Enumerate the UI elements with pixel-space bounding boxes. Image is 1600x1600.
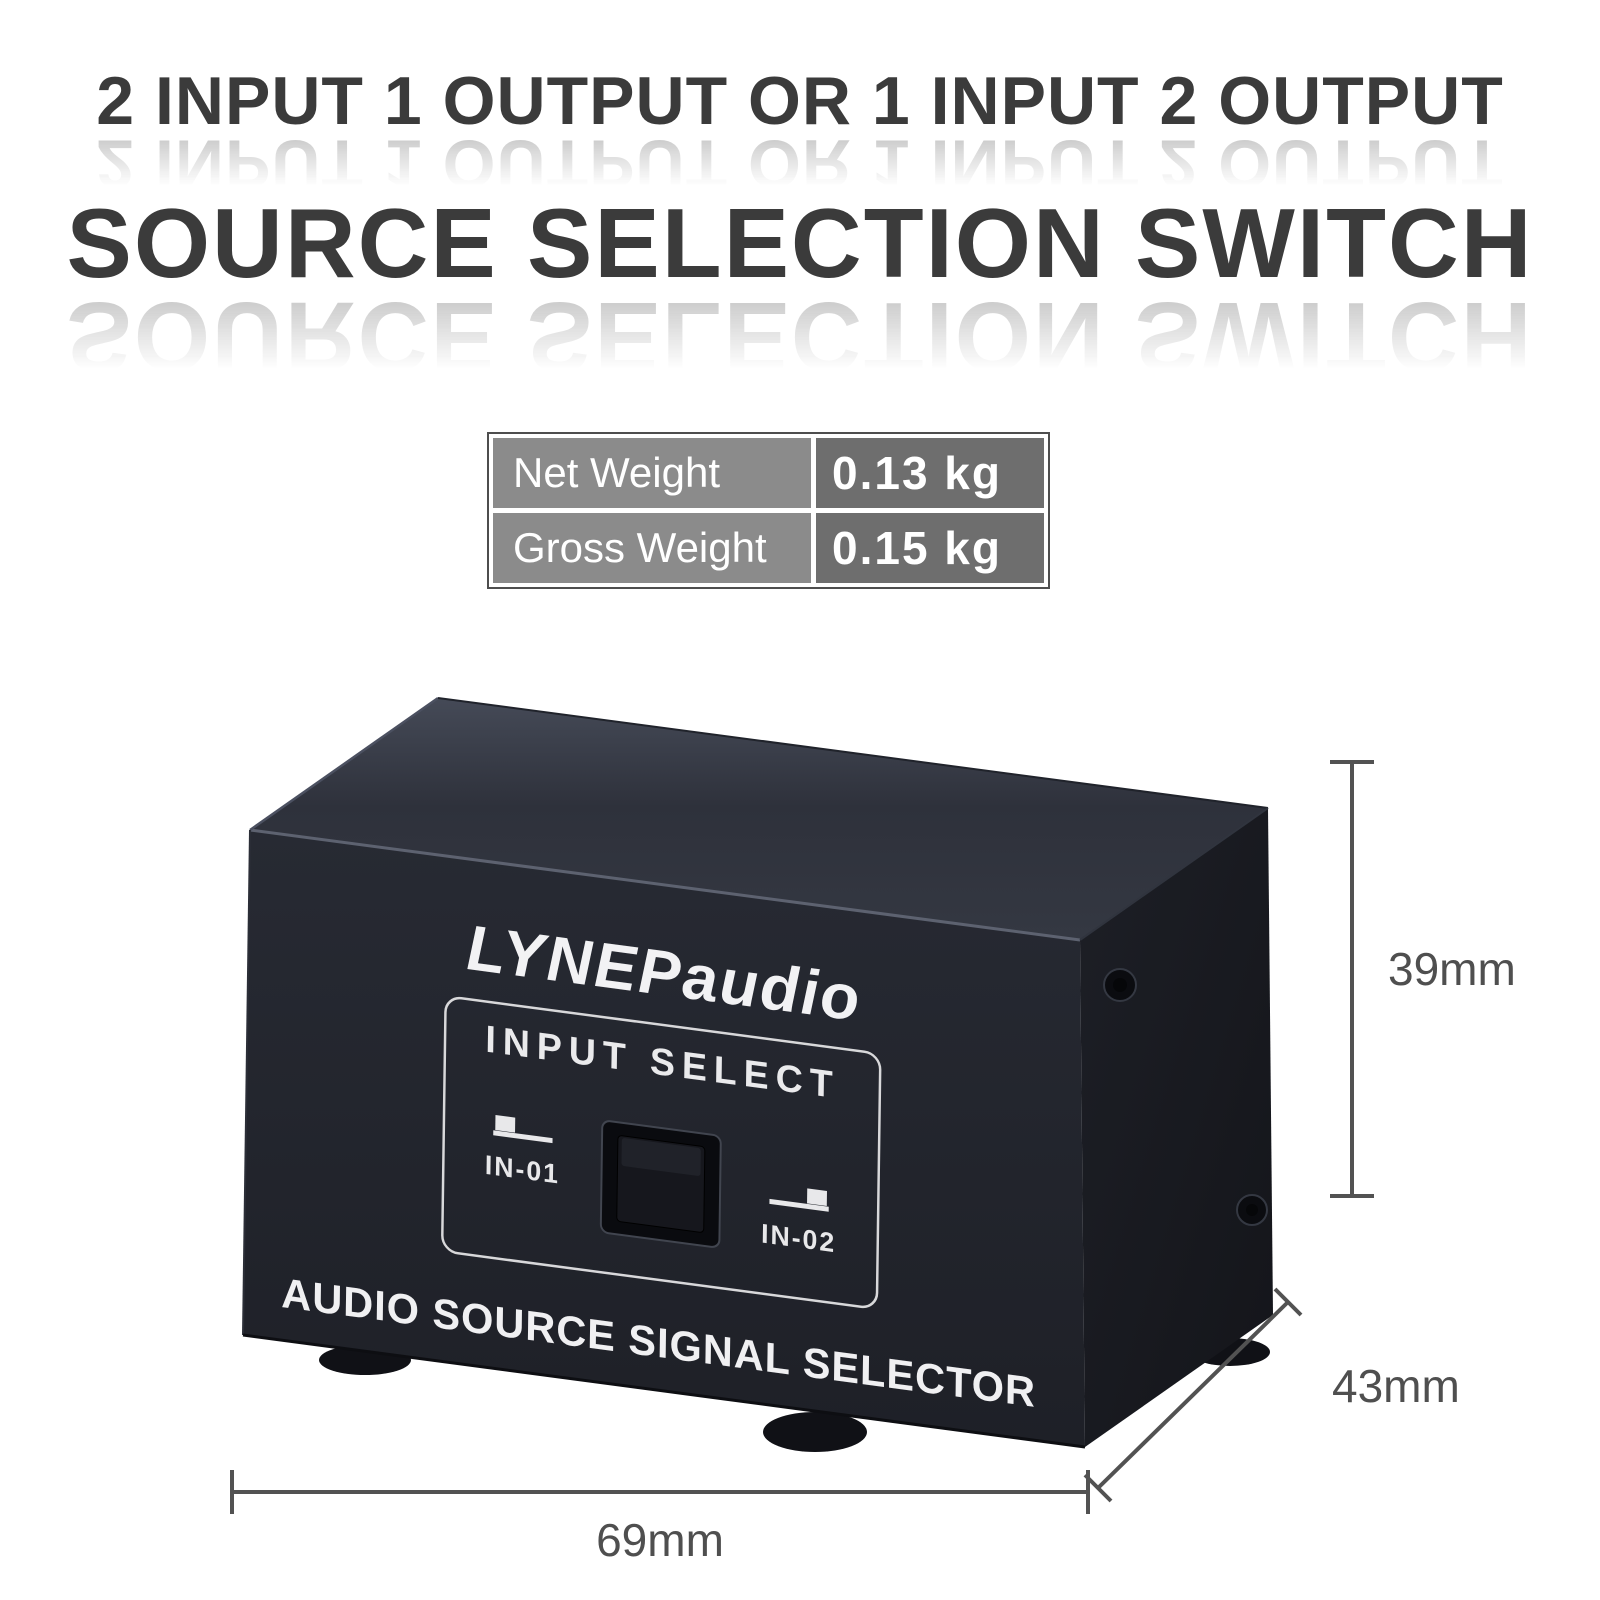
- headline-line1: 2 INPUT 1 OUTPUT OR 1 INPUT 2 OUTPUT: [96, 63, 1504, 139]
- toggle-switch: [599, 1120, 722, 1248]
- width-dimension-line: [230, 1470, 1090, 1514]
- gross-weight-label: Gross Weight: [493, 513, 811, 583]
- depth-dimension-label: 43mm: [1332, 1360, 1460, 1412]
- height-dimension-label: 39mm: [1388, 943, 1516, 995]
- edge-highlight: [249, 828, 1081, 942]
- screw-icon: [1236, 1194, 1268, 1226]
- edge-shadow: [437, 697, 1269, 809]
- headline-block-2: SOURCE SELECTION SWITCH SOURCE SELECTION…: [0, 188, 1600, 392]
- edge-highlight: [1079, 807, 1269, 941]
- gross-weight-value: 0.15 kg: [816, 513, 1044, 583]
- device-top-face: [250, 698, 1268, 940]
- screw-icon: [1103, 968, 1137, 1002]
- weight-table: Net Weight 0.13 kg Gross Weight 0.15 kg: [487, 432, 1050, 589]
- width-dimension-label: 69mm: [596, 1514, 724, 1566]
- device-foot: [763, 1412, 867, 1452]
- panel-outline: [441, 996, 882, 1309]
- net-weight-label: Net Weight: [493, 438, 811, 508]
- switch-position-right-icon: [769, 1188, 829, 1212]
- edge-shadow: [242, 829, 251, 1336]
- headline-block-1: 2 INPUT 1 OUTPUT OR 1 INPUT 2 OUTPUT 2 I…: [0, 63, 1600, 202]
- headline-line2: SOURCE SELECTION SWITCH: [66, 188, 1534, 298]
- device-right-face: [1080, 808, 1273, 1447]
- edge-shadow: [242, 1333, 1086, 1449]
- height-dimension-line: [1330, 760, 1374, 1198]
- net-weight-value: 0.13 kg: [816, 438, 1044, 508]
- edge-highlight: [249, 696, 439, 832]
- switch-position-left-icon: [493, 1115, 553, 1144]
